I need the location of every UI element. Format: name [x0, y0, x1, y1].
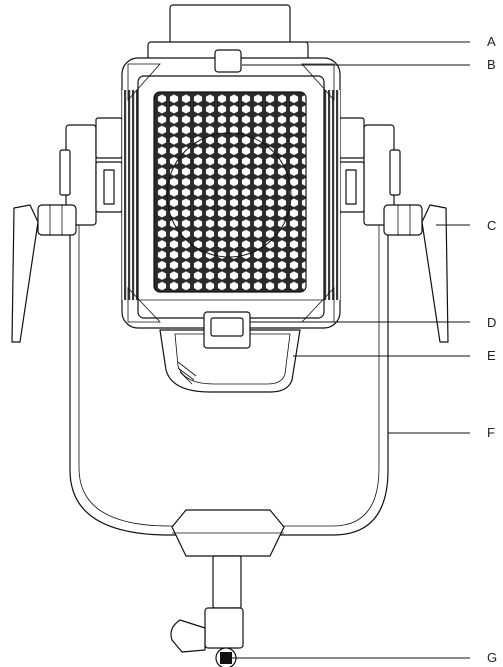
callout-label-c: C [487, 218, 496, 233]
left-locking-knob [11, 204, 77, 343]
callout-label-e: E [487, 348, 496, 363]
right-yoke-mount [337, 117, 401, 226]
mounting-spigot [170, 555, 244, 667]
bottom-latch[interactable] [203, 311, 251, 349]
callout-label-a: A [487, 34, 496, 49]
left-yoke-mount [59, 117, 123, 226]
callout-label-b: B [487, 57, 496, 72]
bottom-handle[interactable] [159, 329, 301, 393]
yoke-locking-knob[interactable] [383, 204, 449, 343]
callout-label-d: D [487, 315, 496, 330]
callout-label-f: F [487, 425, 495, 440]
cooling-grille [153, 91, 307, 293]
callout-label-g: G [487, 650, 497, 665]
callout-leaders [230, 41, 470, 659]
top-clip [214, 49, 242, 73]
yoke-center-hub [171, 509, 285, 557]
